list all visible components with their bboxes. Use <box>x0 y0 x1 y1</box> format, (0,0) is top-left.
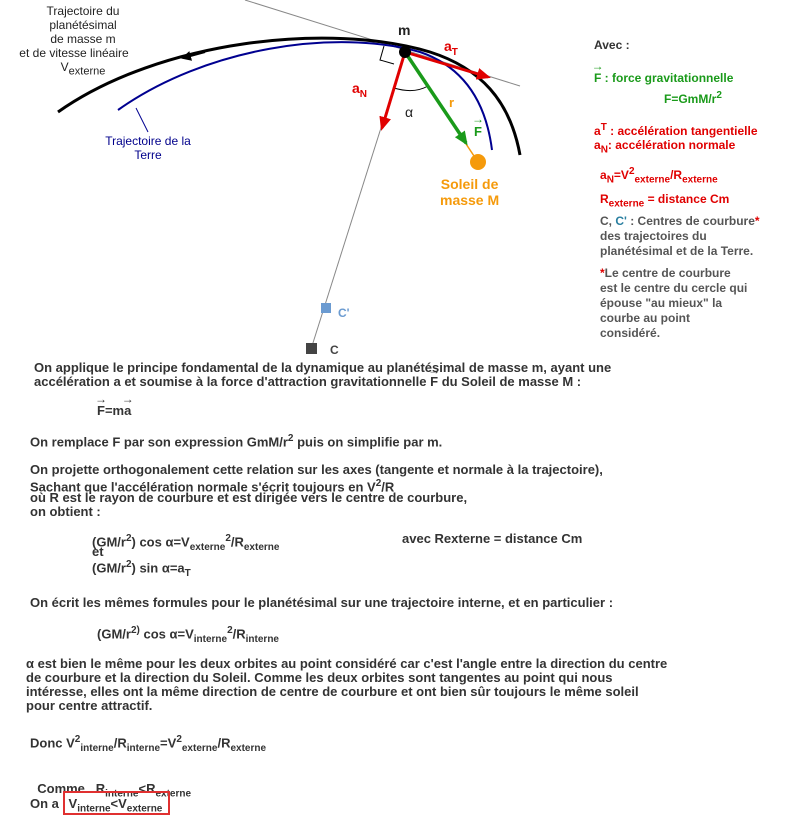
c-label: C <box>330 343 339 357</box>
donc-equation: Donc V2interne/Rinterne=V2externe/Rexter… <box>30 734 267 754</box>
mass-point <box>399 46 411 58</box>
legend-aT: aT : accélération tangentielle <box>594 122 758 138</box>
sun-dot <box>470 154 486 170</box>
result-box: Vinterne<Vexterne <box>62 791 171 815</box>
r-label: r <box>449 95 455 110</box>
aT-label: aT <box>444 38 458 58</box>
p3-line3: où R est le rayon de courbure et est dir… <box>30 490 468 505</box>
p4: On écrit les mêmes formules pour le plan… <box>30 595 614 610</box>
p3-line4: on obtient : <box>30 504 101 519</box>
legend-avec: Avec : <box>594 38 630 52</box>
eq1: (GM/r2) cos α=Vexterne2/Rexterne <box>92 533 280 553</box>
result-line: On a Vinterne<Vexterne <box>30 791 171 817</box>
sun-label: Soleil de masse M <box>440 176 500 208</box>
p1-line1: On applique le principe fondamental de l… <box>34 360 612 375</box>
F-label: F <box>474 124 482 139</box>
legend-note: *Le centre de courbure est le centre du … <box>600 266 748 340</box>
legend-aN: aN: accélération normale <box>594 138 736 156</box>
comme-equation: Comme Rinterne<Rexterne <box>37 781 192 800</box>
legend-force-formula: F=GmM/r2 <box>664 90 722 106</box>
legend-R: Rexterne = distance Cm <box>600 192 730 210</box>
legend-centers: C, C' : Centres de courbure* des traject… <box>600 214 760 258</box>
eq3: (GM/r2) cos α=Vinterne2/Rinterne <box>97 625 279 645</box>
legend-aN-equation: aN=V2externe/Rexterne <box>600 166 718 186</box>
aT-vector <box>404 50 491 80</box>
p5: α est bien le même pour les deux orbites… <box>26 656 668 713</box>
aN-label: aN <box>352 80 368 100</box>
earth-trajectory-label: Trajectoire de la Terre <box>105 134 191 162</box>
eq2: (GM/r2) sin α=aT <box>92 559 191 579</box>
trajectory-arrow <box>181 51 206 61</box>
pointer-earth <box>135 107 149 133</box>
et: et <box>92 544 104 559</box>
earth-trajectory <box>117 41 493 151</box>
eq1-note: avec Rexterne = distance Cm <box>402 531 583 546</box>
F-vector <box>403 51 468 146</box>
p3-line2: Sachant que l'accélération normale s'écr… <box>30 478 395 495</box>
c-prime-label: C' <box>338 306 350 320</box>
aN-vector <box>379 51 407 131</box>
planetesimal-trajectory-label: Trajectoire du planétésimal de masse m e… <box>19 4 129 78</box>
c-square <box>306 343 317 354</box>
right-angle-mark <box>379 45 395 65</box>
alpha-arc <box>393 85 429 92</box>
legend-force: F : force gravitationnelle <box>594 71 733 86</box>
p1-line2: accélération a et soumise à la force d'a… <box>34 375 581 389</box>
mass-label: m <box>398 22 411 38</box>
alpha-label: α <box>405 104 414 120</box>
p3-line1: On projette orthogonalement cette relati… <box>30 462 603 477</box>
orbit-diagram <box>57 0 522 354</box>
p2: On remplace F par son expression GmM/r2 … <box>30 433 443 450</box>
c-prime-square <box>321 303 331 313</box>
fma-equation: F=ma <box>97 404 131 418</box>
planetesimal-trajectory <box>57 36 522 156</box>
